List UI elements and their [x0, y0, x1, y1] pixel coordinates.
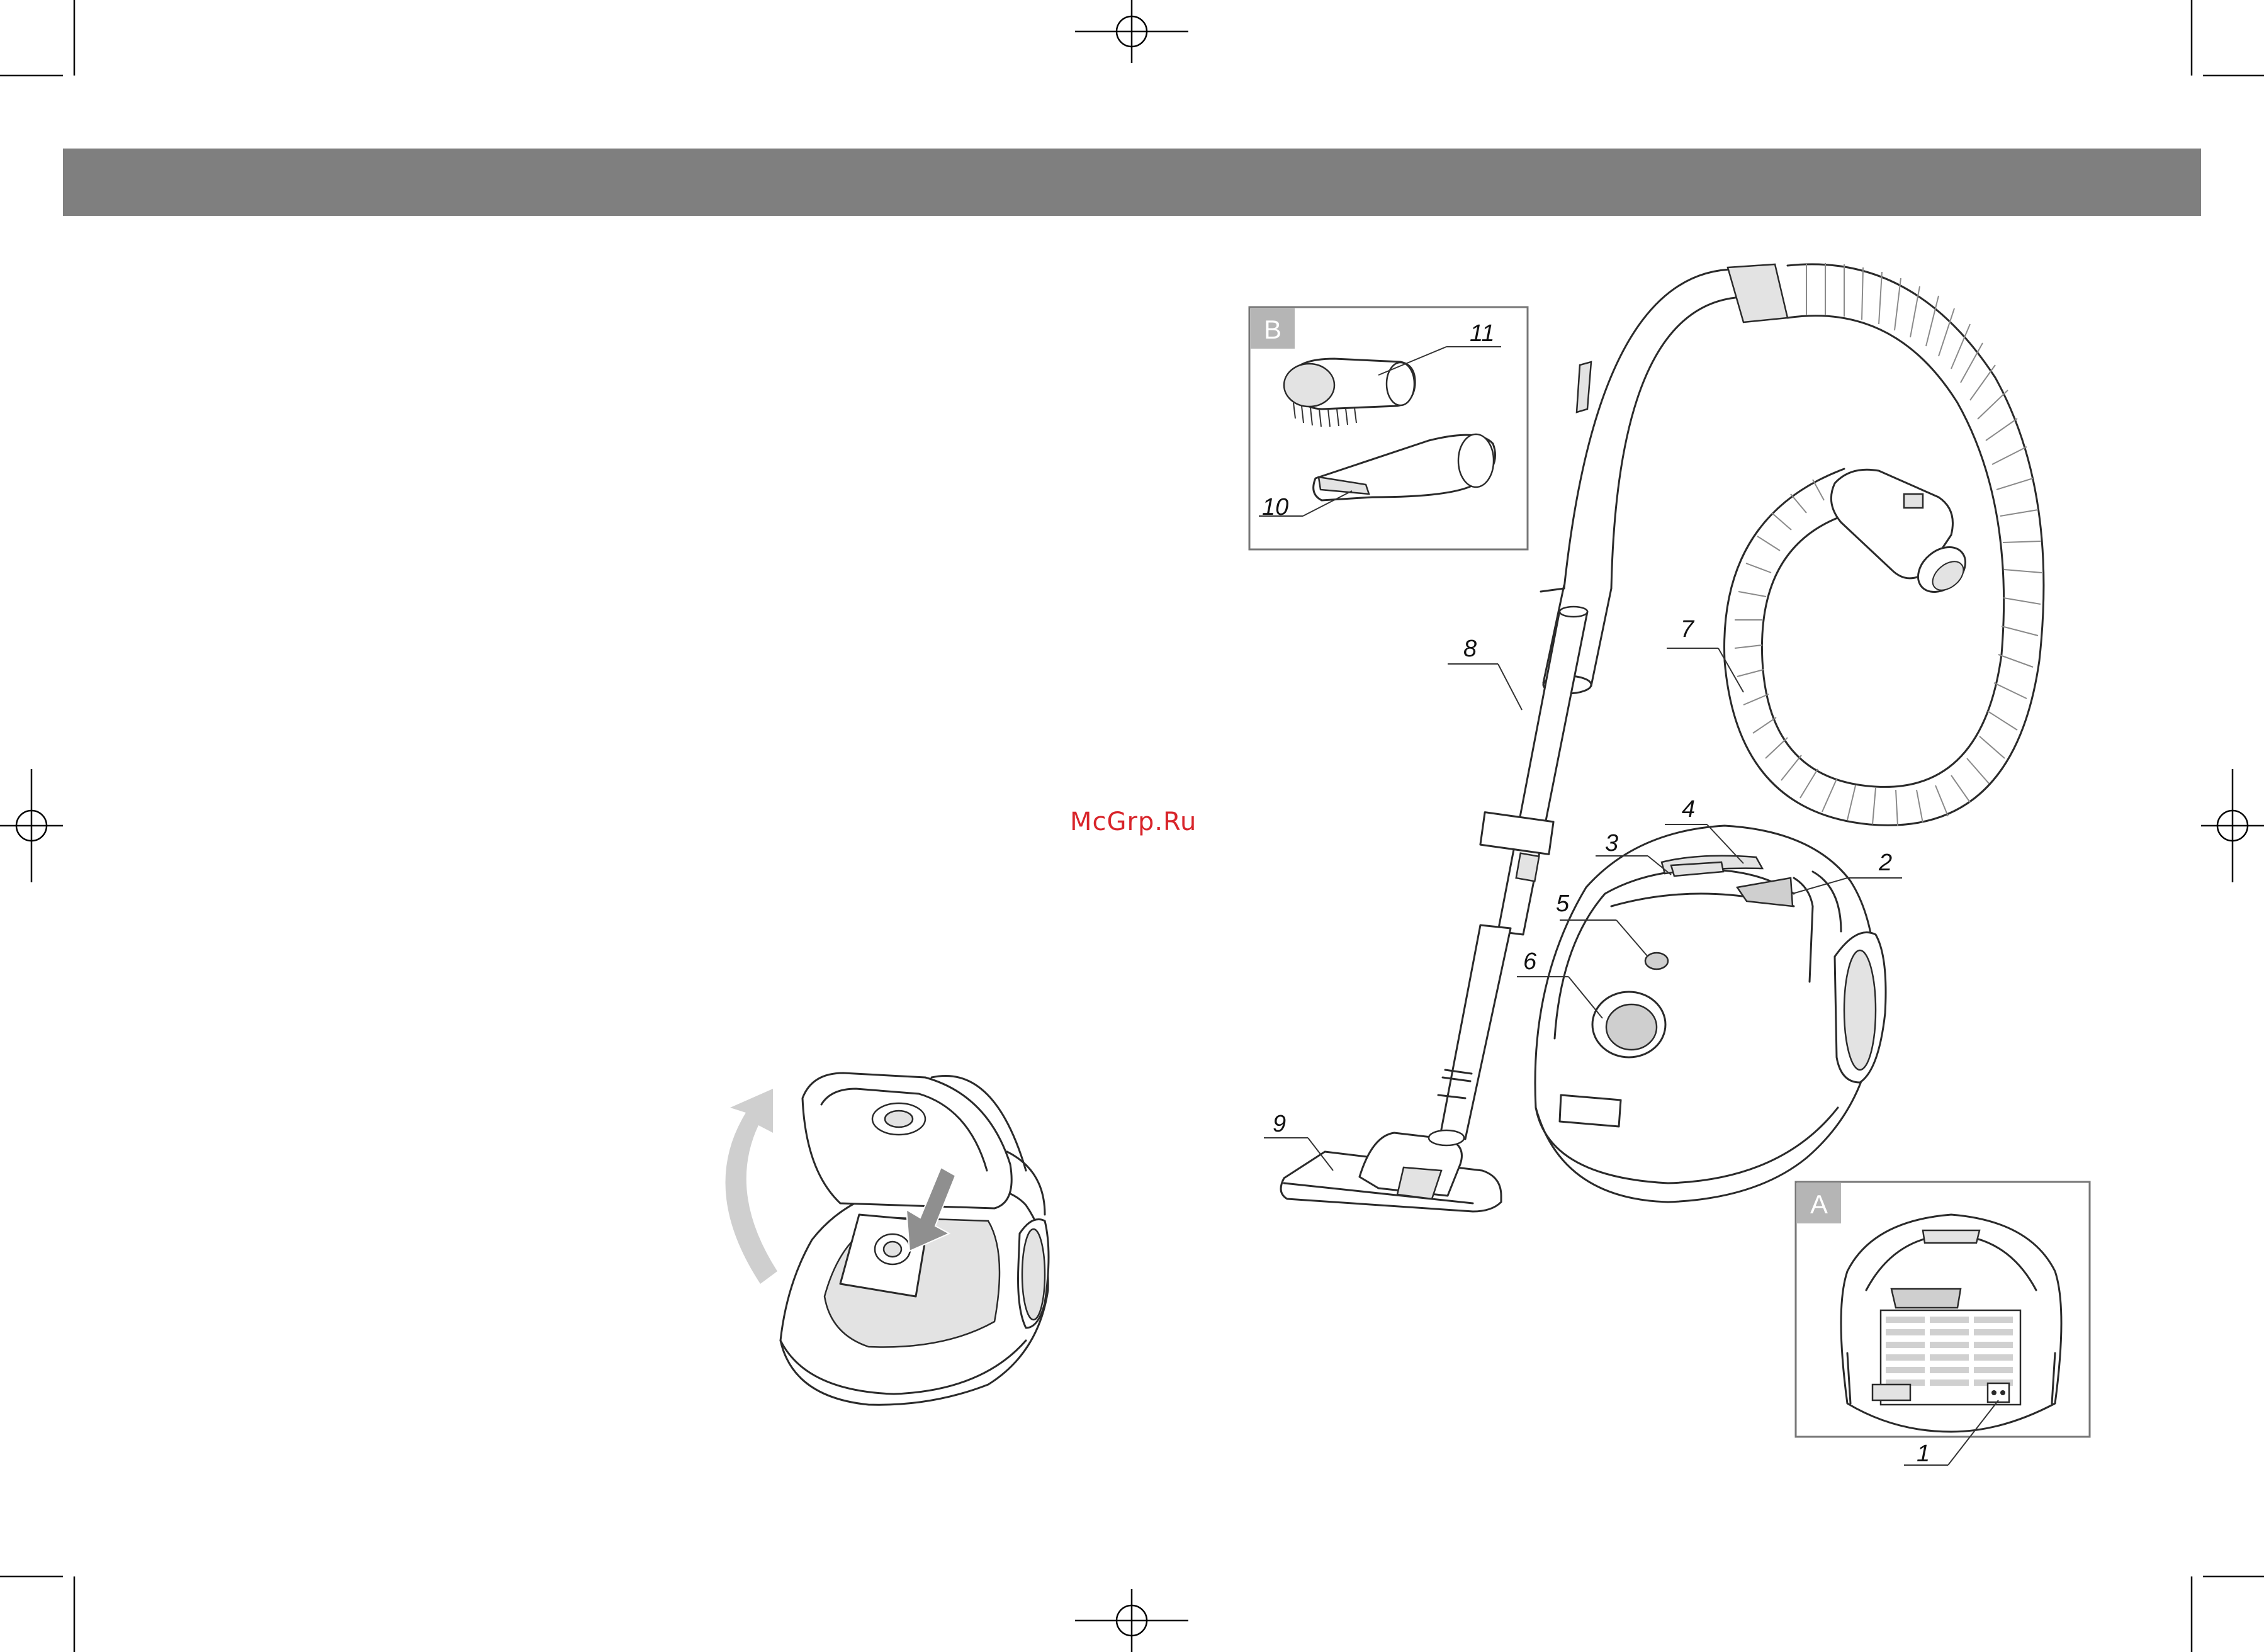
registration-mark-right	[2201, 769, 2264, 882]
callout-2: 2	[1878, 850, 1892, 876]
callout-7: 7	[1681, 616, 1695, 643]
registration-mark-bottom	[1075, 1589, 1188, 1652]
panel-b-letter: B	[1264, 315, 1281, 344]
callout-4: 4	[1682, 796, 1695, 823]
panel-a-letter: A	[1810, 1189, 1828, 1219]
leader-8	[1498, 664, 1522, 710]
callout-5: 5	[1556, 891, 1570, 917]
callout-6: 6	[1523, 948, 1537, 975]
callout-3: 3	[1605, 830, 1618, 857]
registration-mark-top	[1075, 0, 1188, 63]
callout-11: 11	[1470, 320, 1494, 347]
panel-a: A	[1796, 1182, 2090, 1467]
callout-9: 9	[1273, 1111, 1286, 1137]
floor-nozzle-illustration	[1281, 1130, 1501, 1211]
callout-1: 1	[1917, 1441, 1930, 1467]
dust-bag-replacement-illustration	[725, 1073, 1049, 1405]
callout-10: 10	[1262, 494, 1288, 520]
rear-view-illustration	[1841, 1215, 2061, 1432]
panel-b: B 11	[1249, 307, 1528, 549]
leader-7	[1718, 648, 1743, 692]
registration-mark-left	[0, 769, 63, 882]
callout-8: 8	[1463, 636, 1477, 662]
